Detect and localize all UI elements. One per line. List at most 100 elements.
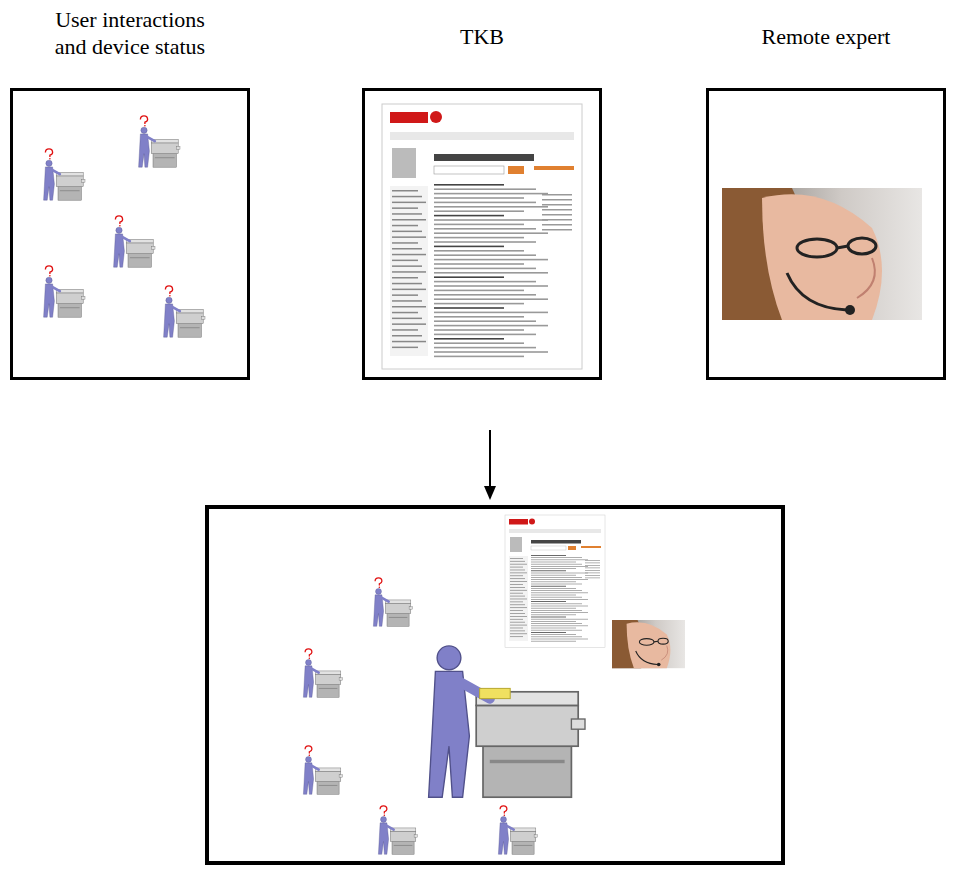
illustration-part [510,604,525,606]
illustration-part [379,586,381,588]
illustration-part [636,651,658,665]
illustration-part [434,202,536,204]
illustration-part [510,598,527,600]
illustration-part [434,268,536,270]
illustration-part [311,765,319,769]
illustration-part [483,746,571,797]
illustration-part [434,224,524,226]
illustration-part [506,825,514,829]
illustration-part [510,587,525,589]
user-at-copier-icon [44,266,85,317]
illustration-part [510,627,523,629]
user-at-copier-icon [164,286,205,337]
illustration-part [510,592,523,594]
user-at-copier-icon [44,149,85,200]
illustration-part [128,254,151,268]
illustration-part [434,241,536,243]
illustration-part [531,640,576,642]
illustration-part [531,555,566,557]
illustration-part [130,257,150,259]
illustration-part [534,166,574,170]
illustration-part [510,537,522,552]
illustration-part [122,237,130,242]
illustration-part [531,636,582,638]
illustration-part [140,116,147,124]
illustration-part [392,219,426,221]
illustration-part [180,327,200,329]
illustration-part [654,641,658,643]
illustration-part [531,625,588,627]
illustration-part [542,219,572,221]
illustration-part [509,529,601,533]
illustration-part [380,806,387,814]
illustration-part [510,560,525,562]
illustration-part [585,570,600,572]
illustration-part [531,574,576,576]
illustration-part [627,622,671,668]
illustration-part [434,259,548,261]
illustration-part [434,356,524,358]
illustration-part [376,588,382,594]
illustration-part [392,335,422,337]
arrow-head [484,486,496,500]
illustration-part [392,148,416,178]
illustration-part [658,638,668,644]
illustration-part [510,610,523,612]
illustration-part [531,599,588,601]
illustration-part [571,719,585,729]
illustration-part [392,323,426,325]
combined-box [207,507,783,863]
illustration-part [434,228,536,230]
illustration-part [373,595,383,626]
illustration-part [201,317,205,320]
arrow-shaft [489,430,491,488]
illustration-part [56,176,83,187]
illustration-part [392,248,422,250]
illustration-part [848,238,876,254]
illustration-part [480,688,511,698]
illustration-part [176,147,180,150]
illustration-part [531,627,576,629]
illustration-part [476,705,578,746]
illustration-part [151,143,178,154]
illustration-part [434,347,536,349]
illustration-part [585,575,600,577]
illustration-part [542,209,572,211]
illustration-part [317,782,339,795]
illustration-part [45,149,52,157]
illustration-part [531,603,582,605]
illustration-part [585,567,600,569]
illustration-part [434,312,548,314]
illustration-part [392,254,426,256]
illustration-part [44,284,55,317]
illustration-part [434,154,534,161]
user-at-copier-icon [498,806,537,854]
illustration-part [392,306,426,308]
illustration-part [531,632,566,634]
illustration-part [434,219,548,221]
illustration-part [534,835,537,838]
illustration-part [510,607,527,609]
illustration-part [568,546,576,550]
illustration-part [531,621,576,623]
illustration-part [155,157,175,159]
illustration-part [542,194,572,196]
illustration-part [392,242,418,244]
illustration-part [434,307,504,309]
illustration-part [381,597,389,601]
illustration-part [306,756,312,762]
illustration-part [319,784,338,786]
illustration-part [437,646,461,670]
illustration-part [378,823,388,854]
illustration-part [531,592,588,594]
illustration-part [531,566,588,568]
illustration-part [434,188,536,190]
illustration-part [514,844,533,846]
illustration-part [510,831,536,841]
illustration-part [434,276,504,278]
illustration-part [315,674,341,684]
illustration-part [81,297,85,300]
illustration-part [58,304,81,318]
